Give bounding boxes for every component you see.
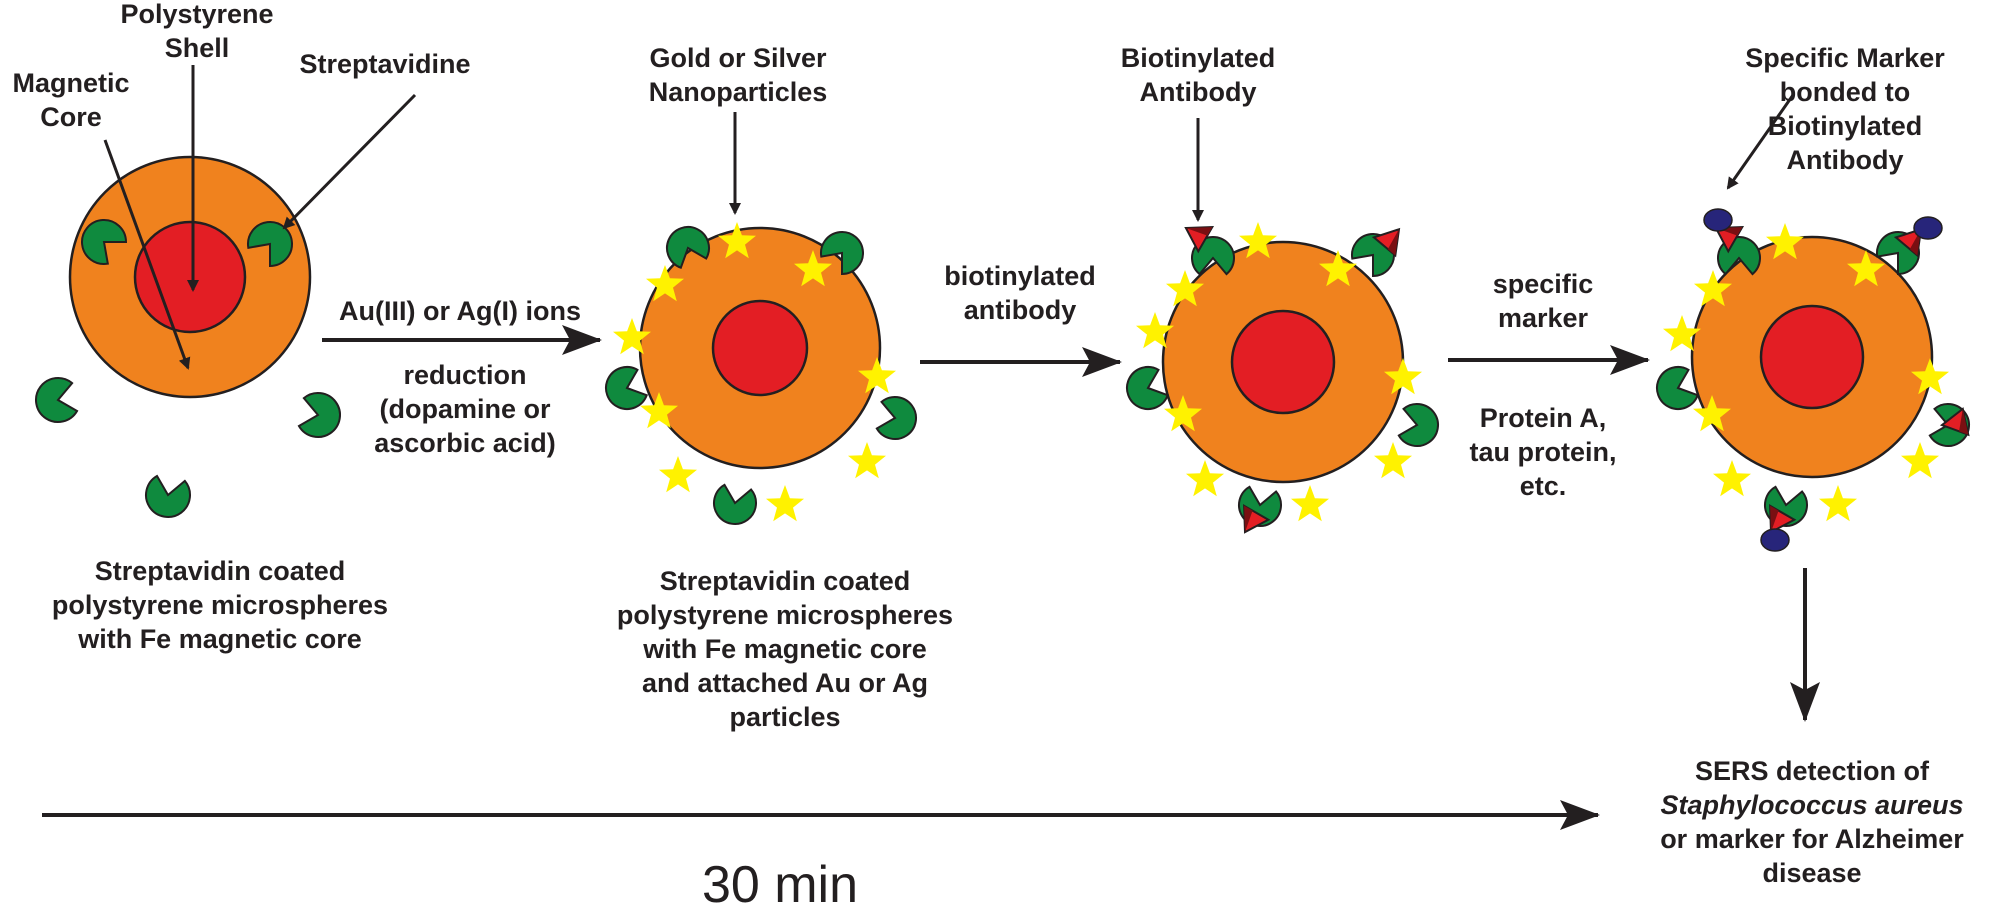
antibody-triangle-icon xyxy=(1371,227,1401,258)
step-1-bottom-line-2: (dopamine or xyxy=(379,394,550,424)
sphere-3 xyxy=(1126,222,1439,534)
streptavidin-icon xyxy=(1397,403,1439,447)
pointer-magnetic-core xyxy=(103,139,191,370)
nanoparticle-star-icon xyxy=(640,392,678,429)
streptavidin-icon xyxy=(1126,366,1170,410)
streptavidin-icon xyxy=(35,377,79,423)
nanoparticle-star-icon xyxy=(1136,312,1174,349)
sphere-1 xyxy=(35,155,341,518)
specific-marker-icon xyxy=(1760,528,1790,552)
pointer-specific-marker xyxy=(1726,94,1795,190)
nanoparticle-star-icon xyxy=(1663,315,1701,352)
nanoparticle-star-icon xyxy=(848,442,886,479)
step-2-label-line-2: antibody xyxy=(964,295,1077,325)
magnetic-core xyxy=(711,299,809,397)
label-polystyrene-shell-2: Shell xyxy=(165,33,230,63)
result-line-4: disease xyxy=(1762,858,1861,888)
nanoparticle-star-icon xyxy=(858,357,896,394)
streptavidin-icon xyxy=(1656,366,1700,410)
caption-sphere-2-line-5: particles xyxy=(729,702,840,732)
antibody-triangle-icon xyxy=(1893,227,1923,258)
magnetic-core xyxy=(1230,309,1336,415)
streptavidin-icon xyxy=(820,231,864,276)
nanoparticle-star-icon xyxy=(1766,223,1804,260)
caption-sphere-2-line-1: Streptavidin coated xyxy=(660,566,911,596)
step-3-bottom-line-2: tau protein, xyxy=(1470,437,1617,467)
step-1-bottom-line-3: ascorbic acid) xyxy=(374,428,556,458)
streptavidin-icon xyxy=(875,396,917,440)
nanoparticle-star-icon xyxy=(1374,442,1412,479)
magnetic-core xyxy=(1759,304,1865,410)
nanoparticle-star-icon xyxy=(1291,485,1329,522)
nanoparticle-star-icon xyxy=(1693,395,1731,432)
nanoparticle-star-icon xyxy=(1384,358,1422,395)
step-3-bottom-line-3: etc. xyxy=(1520,471,1567,501)
caption-sphere-2-line-3: with Fe magnetic core xyxy=(642,634,927,664)
streptavidin-icon xyxy=(81,219,128,265)
streptavidin-icon xyxy=(297,392,341,438)
sphere-2 xyxy=(605,222,917,525)
nanoparticle-star-icon xyxy=(1901,442,1939,479)
antibody-triangle-icon xyxy=(1939,407,1970,437)
timeline-label: 30 min xyxy=(702,856,858,905)
streptavidin-icon xyxy=(605,366,649,410)
specific-marker-icon xyxy=(1703,208,1733,232)
caption-sphere-2-line-4: and attached Au or Ag xyxy=(642,668,928,698)
nanoparticle-star-icon xyxy=(646,265,684,302)
specific-marker-icon xyxy=(1913,216,1943,240)
antibody-triangle-icon xyxy=(1769,503,1797,534)
nanoparticle-star-icon xyxy=(659,456,697,493)
label-polystyrene-shell-1: Polystyrene xyxy=(120,0,273,29)
antibody-triangle-icon xyxy=(1243,503,1271,534)
nanoparticle-star-icon xyxy=(718,222,756,259)
label-biotinylated-antibody-1: Biotinylated xyxy=(1121,43,1276,73)
step-2-label-line-1: biotinylated xyxy=(944,261,1096,291)
nanoparticle-star-icon xyxy=(613,318,651,355)
step-1-bottom-line-1: reduction xyxy=(403,360,526,390)
caption-sphere-1-line-2: polystyrene microspheres xyxy=(52,590,388,620)
result-line-1: SERS detection of xyxy=(1695,756,1930,786)
nanoparticle-star-icon xyxy=(1186,460,1224,497)
magnetic-core xyxy=(133,220,247,334)
sphere-4 xyxy=(1656,208,1970,552)
pointer-streptavidine xyxy=(282,93,417,230)
result-line-3: or marker for Alzheimer xyxy=(1660,824,1964,854)
streptavidin-icon xyxy=(145,474,191,518)
step-3-bottom-line-1: Protein A, xyxy=(1480,403,1607,433)
streptavidin-icon xyxy=(713,483,757,525)
nanoparticle-star-icon xyxy=(1847,250,1885,287)
nanoparticle-star-icon xyxy=(1319,250,1357,287)
caption-sphere-1-line-3: with Fe magnetic core xyxy=(77,624,362,654)
label-magnetic-core-2: Core xyxy=(40,102,102,132)
nanoparticle-star-icon xyxy=(1166,270,1204,307)
result-line-2-organism: Staphylococcus aureus xyxy=(1660,790,1963,820)
label-specific-marker-3: Biotinylated xyxy=(1768,111,1923,141)
label-specific-marker-1: Specific Marker xyxy=(1745,43,1945,73)
nanoparticle-star-icon xyxy=(794,250,832,287)
nanoparticle-star-icon xyxy=(1819,485,1857,522)
nanoparticle-star-icon xyxy=(1694,270,1732,307)
nanoparticle-star-icon xyxy=(766,485,804,522)
caption-sphere-1-line-1: Streptavidin coated xyxy=(95,556,346,586)
streptavidin-icon xyxy=(1191,236,1235,276)
step-3-label-line-1: specific xyxy=(1493,269,1594,299)
caption-sphere-2-line-2: polystyrene microspheres xyxy=(617,600,953,630)
label-magnetic-core-1: Magnetic xyxy=(12,68,129,98)
streptavidin-icon xyxy=(666,226,710,270)
antibody-triangle-icon xyxy=(1184,226,1215,254)
label-streptavidine: Streptavidine xyxy=(299,49,470,79)
nanoparticle-star-icon xyxy=(1713,460,1751,497)
label-gold-silver-2: Nanoparticles xyxy=(649,77,828,107)
label-specific-marker-4: Antibody xyxy=(1787,145,1904,175)
nanoparticle-star-icon xyxy=(1911,358,1949,395)
label-gold-silver-1: Gold or Silver xyxy=(649,43,827,73)
nanoparticle-star-icon xyxy=(1239,222,1277,259)
step-1-top-label: Au(III) or Ag(I) ions xyxy=(339,296,581,326)
label-specific-marker-2: bonded to xyxy=(1780,77,1910,107)
label-biotinylated-antibody-2: Antibody xyxy=(1140,77,1257,107)
nanoparticle-star-icon xyxy=(1164,395,1202,432)
step-3-label-line-2: marker xyxy=(1498,303,1589,333)
